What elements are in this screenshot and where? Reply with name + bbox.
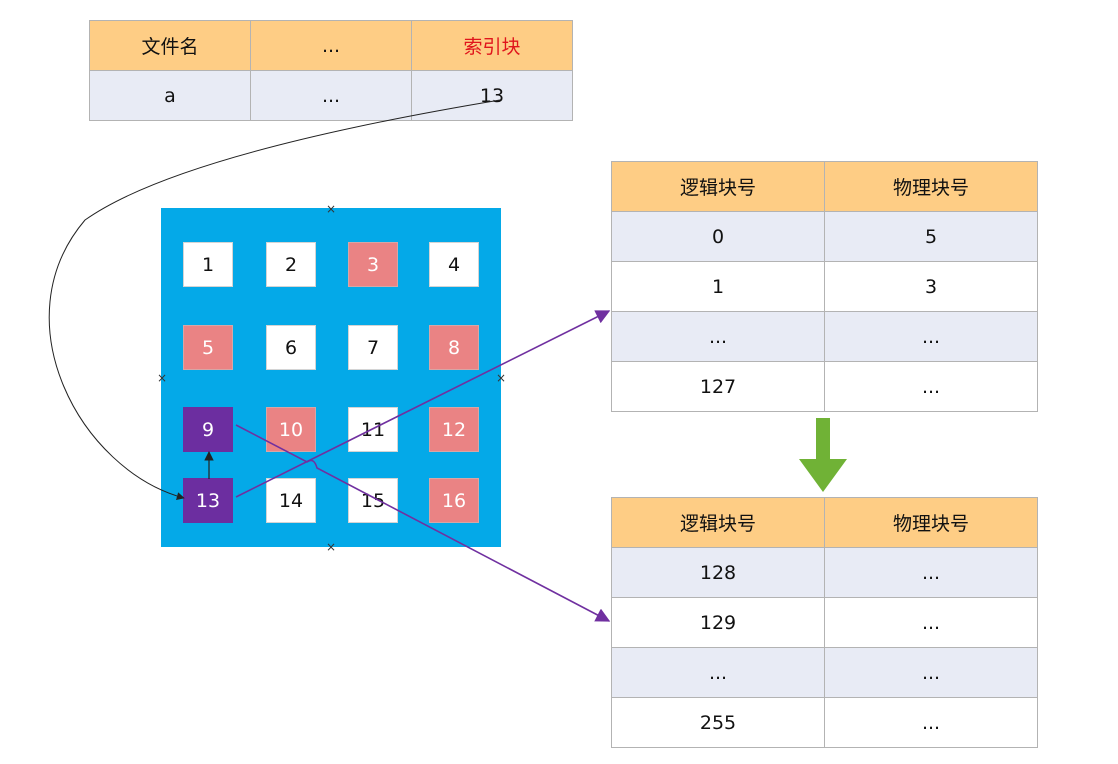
- resize-handle-left[interactable]: ×: [156, 371, 168, 385]
- logical-block-cell: 1: [611, 261, 825, 312]
- block-13-to-table-1-arrow: [235, 310, 611, 498]
- disk-block-14: 14: [266, 478, 316, 523]
- file-control-block-table: 文件名 ... 索引块 a ... 13: [89, 20, 573, 121]
- disk-block-15: 15: [348, 478, 398, 523]
- disk-block-6: 6: [266, 325, 316, 370]
- logical-block-cell: 128: [611, 547, 825, 598]
- cell-index-block: 13: [411, 70, 573, 121]
- physical-block-cell: ...: [824, 311, 1038, 362]
- disk-block-12: 12: [429, 407, 479, 452]
- physical-block-cell: ...: [824, 697, 1038, 748]
- index-block-table-1: 逻辑块号 物理块号 0 5 1 3 ... ... 127 ...: [611, 161, 1038, 412]
- physical-block-cell: ...: [824, 361, 1038, 412]
- physical-block-cell: ...: [824, 597, 1038, 648]
- down-arrow-icon: [799, 418, 847, 492]
- logical-block-cell: 127: [611, 361, 825, 412]
- physical-block-cell: ...: [824, 547, 1038, 598]
- disk-block-5: 5: [183, 325, 233, 370]
- disk-block-4: 4: [429, 242, 479, 287]
- fcb-to-index-block-arrow: [48, 99, 501, 500]
- physical-block-cell: 5: [824, 211, 1038, 262]
- logical-block-cell: 129: [611, 597, 825, 648]
- disk-block-2: 2: [266, 242, 316, 287]
- disk-block-1: 1: [183, 242, 233, 287]
- cell-ellipsis: ...: [250, 70, 412, 121]
- resize-handle-bottom[interactable]: ×: [325, 540, 337, 554]
- cell-filename: a: [89, 70, 251, 121]
- logical-block-cell: 255: [611, 697, 825, 748]
- resize-handle-right[interactable]: ×: [495, 371, 507, 385]
- physical-block-cell: 3: [824, 261, 1038, 312]
- header-physical-block: 物理块号: [824, 497, 1038, 548]
- disk-block-16: 16: [429, 478, 479, 523]
- header-logical-block: 逻辑块号: [611, 161, 825, 212]
- header-filename: 文件名: [89, 20, 251, 71]
- logical-block-cell: ...: [611, 647, 825, 698]
- logical-block-cell: 0: [611, 211, 825, 262]
- disk-block-9: 9: [183, 407, 233, 452]
- disk-block-3: 3: [348, 242, 398, 287]
- index-block-table-2: 逻辑块号 物理块号 128 ... 129 ... ... ... 255 ..…: [611, 497, 1038, 748]
- physical-block-cell: ...: [824, 647, 1038, 698]
- disk-block-13: 13: [183, 478, 233, 523]
- block-9-to-table-2-arrow: [235, 424, 611, 622]
- disk-block-8: 8: [429, 325, 479, 370]
- disk-block-7: 7: [348, 325, 398, 370]
- resize-handle-top[interactable]: ×: [325, 202, 337, 216]
- logical-block-cell: ...: [611, 311, 825, 362]
- header-physical-block: 物理块号: [824, 161, 1038, 212]
